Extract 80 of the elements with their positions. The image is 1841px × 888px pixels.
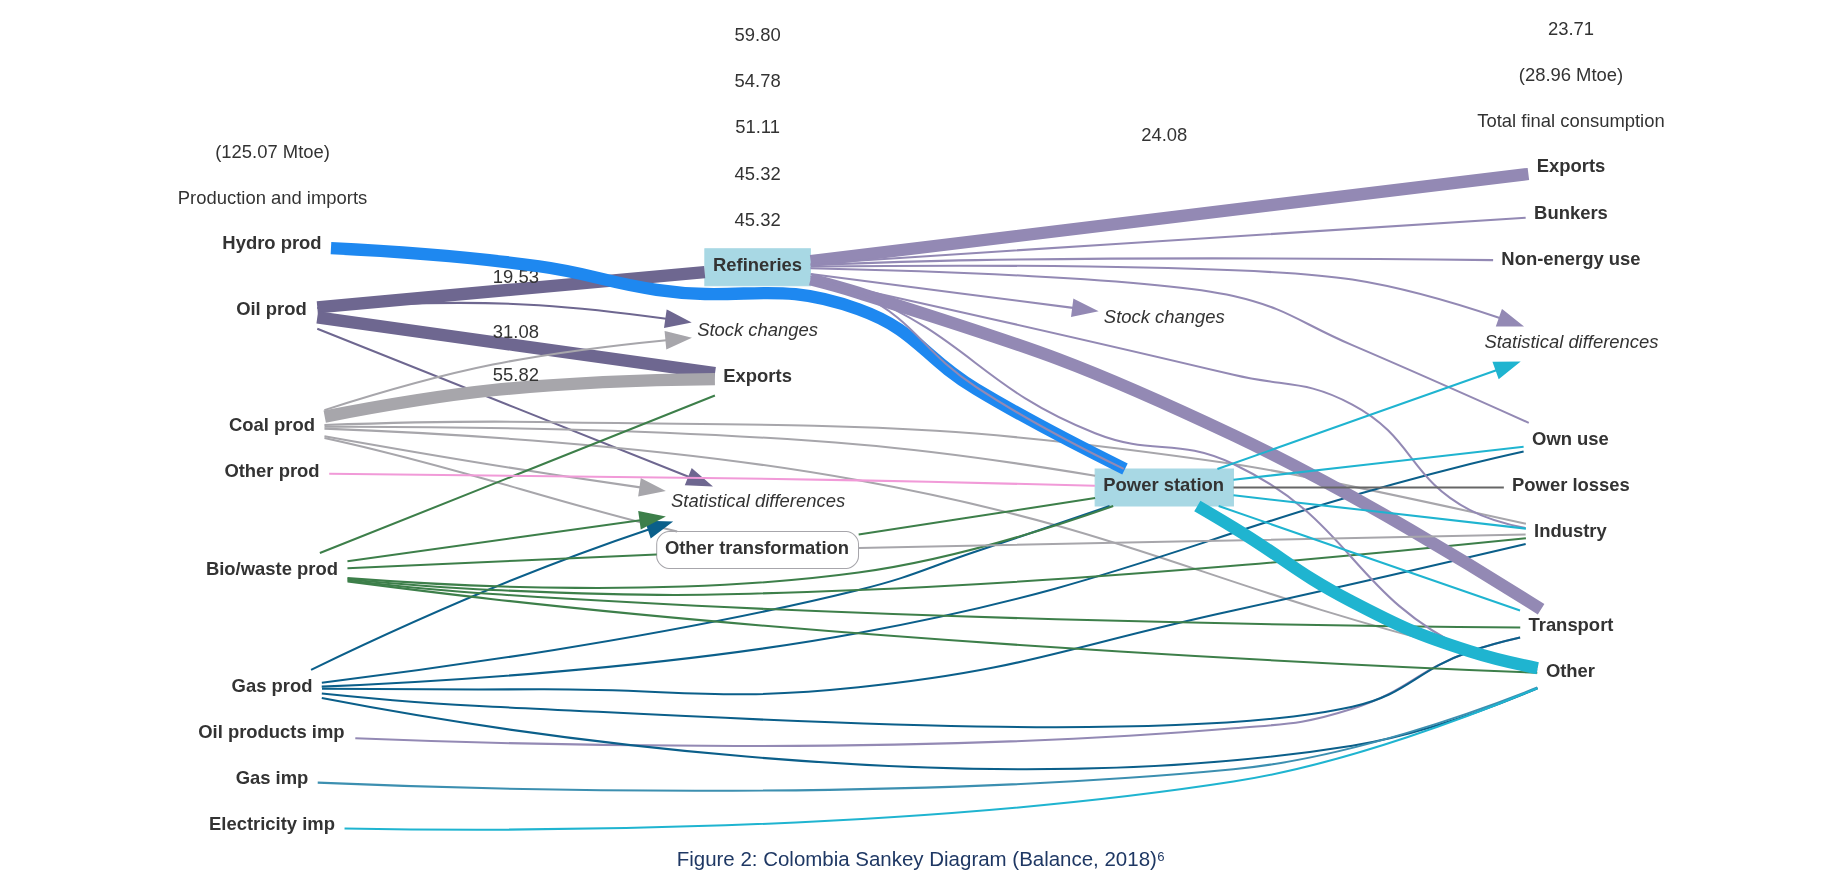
node-text: Industry xyxy=(1533,520,1607,542)
arrow xyxy=(323,330,692,412)
connector xyxy=(346,537,1526,596)
node-text: Non-energy use xyxy=(1500,247,1641,269)
label: (28.96 Mtoe) xyxy=(1518,64,1623,86)
node-text: Bio/waste prod xyxy=(205,558,338,580)
connector xyxy=(1233,486,1504,489)
node-text: Other xyxy=(1545,660,1595,682)
connector xyxy=(321,505,1110,684)
node-text: Gas imp xyxy=(235,767,308,789)
connector xyxy=(321,543,1526,696)
connector xyxy=(317,686,1538,792)
connector xyxy=(809,167,1529,268)
connector xyxy=(323,420,1526,525)
caption: Figure 2: Colombia Sankey Diagram (Balance, 2018)⁶ xyxy=(676,846,1165,870)
node-text: Statistical differences xyxy=(670,490,845,512)
node-text: Stock changes xyxy=(1103,306,1225,328)
node-text: Coal prod xyxy=(228,413,315,435)
connector xyxy=(1232,445,1524,481)
connector xyxy=(346,579,1520,629)
connector xyxy=(858,533,1526,550)
connector xyxy=(1193,500,1539,675)
node-box: Other transformation xyxy=(655,531,859,569)
arrow xyxy=(346,511,666,563)
node-text: Statistical differences xyxy=(1483,330,1659,352)
node-text: Power losses xyxy=(1511,474,1630,496)
connector xyxy=(323,373,715,423)
node-text: Other prod xyxy=(223,459,320,481)
connector xyxy=(1217,505,1520,612)
connector xyxy=(328,472,1095,487)
node-text: Gas prod xyxy=(231,674,312,696)
connector xyxy=(346,553,657,570)
connector xyxy=(810,257,1493,267)
node-box: Power station xyxy=(1094,468,1234,507)
node-text: Stock changes xyxy=(696,319,818,341)
label: 24.08 xyxy=(1140,123,1187,145)
arrow xyxy=(1216,361,1521,471)
node-text: Oil prod xyxy=(235,297,307,319)
node-text: Exports xyxy=(1536,155,1605,177)
label: 54.78 xyxy=(734,70,781,92)
edge-label: 31.08 xyxy=(492,321,539,343)
arrow xyxy=(310,520,673,671)
connector xyxy=(346,505,1114,589)
node-text: Electricity imp xyxy=(208,813,335,835)
connector xyxy=(354,636,1520,747)
connector xyxy=(809,275,1124,470)
connector xyxy=(809,267,1529,424)
connector xyxy=(344,687,1538,831)
connector xyxy=(324,425,1095,477)
connector xyxy=(809,216,1526,265)
label: (125.07 Mtoe) xyxy=(214,141,330,163)
node-box: Refineries xyxy=(703,248,811,287)
connector xyxy=(323,436,677,533)
arrow xyxy=(810,264,1524,327)
connector xyxy=(321,450,1524,688)
node-text: Oil products imp xyxy=(197,720,345,742)
node-text: Own use xyxy=(1531,427,1609,449)
connector xyxy=(316,265,705,314)
node-text: Hydro prod xyxy=(221,232,322,254)
connector xyxy=(330,242,1128,475)
label: 51.11 xyxy=(734,116,780,138)
node-text: Exports xyxy=(722,365,792,387)
connector xyxy=(321,636,1520,729)
connector xyxy=(808,273,1544,615)
connector xyxy=(321,687,1538,771)
arrow xyxy=(323,435,666,497)
connector xyxy=(1232,494,1526,530)
label: 23.71 xyxy=(1547,18,1594,40)
node-text: Transport xyxy=(1527,614,1613,636)
label: 45.32 xyxy=(734,208,781,230)
edge-label: 19.53 xyxy=(492,266,539,288)
label: Total final consumption xyxy=(1476,110,1665,132)
label: 45.32 xyxy=(734,162,781,184)
arrow xyxy=(810,273,1099,318)
label: Production and imports xyxy=(177,187,367,209)
label: 59.80 xyxy=(734,24,781,46)
edge-label: 55.82 xyxy=(492,364,539,386)
connector xyxy=(858,497,1095,536)
connector xyxy=(810,277,1526,530)
node-text: Bunkers xyxy=(1533,201,1608,223)
